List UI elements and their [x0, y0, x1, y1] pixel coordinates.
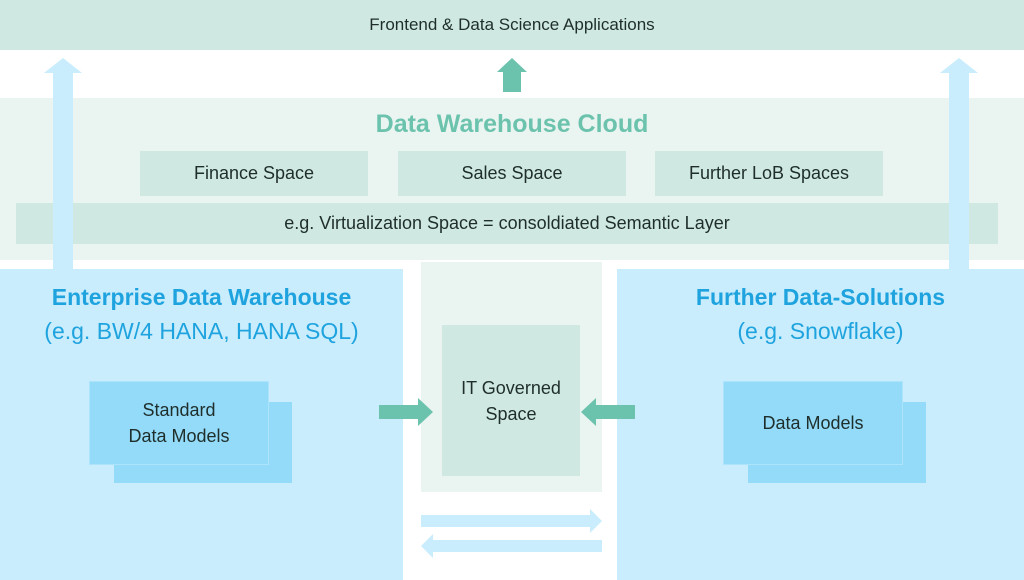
finance-space-box: Finance Space — [140, 151, 368, 196]
data-models-label: Data Models — [762, 413, 864, 433]
frontend-applications-bar: Frontend & Data Science Applications — [0, 0, 1024, 50]
frontend-applications-label: Frontend & Data Science Applications — [369, 15, 655, 34]
left-into-it-arrow — [581, 398, 635, 426]
right-into-it-arrow — [379, 398, 433, 426]
left-up-arrow — [44, 58, 82, 269]
enterprise-dw-subtitle-text: (e.g. BW/4 HANA, HANA SQL) — [44, 317, 359, 344]
data-models-card: Data Models — [724, 382, 902, 464]
dwc-title: Data Warehouse Cloud — [0, 106, 1024, 142]
bottom-left-arrow — [421, 534, 602, 558]
finance-space-label: Finance Space — [193, 163, 315, 183]
virtualization-space-bar: e.g. Virtualization Space = consoldiated… — [16, 203, 998, 244]
bottom-right-arrow — [421, 509, 602, 533]
enterprise-dw-subtitle: (e.g. BW/4 HANA, HANA SQL) — [0, 316, 403, 346]
it-governed-space-box: IT Governed Space — [442, 325, 580, 476]
it-governed-line1: IT Governed — [461, 377, 561, 398]
further-solutions-subtitle: (e.g. Snowflake) — [617, 316, 1024, 346]
standard-models-card: Standard Data Models — [90, 382, 268, 464]
further-solutions-title: Further Data-Solutions — [617, 282, 1024, 312]
sales-space-label: Sales Space — [461, 163, 563, 183]
virtualization-space-label: e.g. Virtualization Space = consoldiated… — [284, 213, 730, 233]
lob-spaces-label: Further LoB Spaces — [688, 163, 850, 183]
it-governed-line2: Space — [485, 403, 537, 424]
standard-models-line1: Standard — [142, 400, 216, 420]
center-up-arrow — [497, 58, 527, 92]
enterprise-dw-title: Enterprise Data Warehouse — [0, 282, 403, 312]
standard-models-line2: Data Models — [128, 426, 230, 446]
right-up-arrow — [940, 58, 978, 269]
enterprise-dw-title-text: Enterprise Data Warehouse — [51, 283, 352, 310]
dwc-title-text: Data Warehouse Cloud — [375, 109, 649, 138]
further-solutions-subtitle-text: (e.g. Snowflake) — [737, 317, 904, 344]
sales-space-box: Sales Space — [398, 151, 626, 196]
further-solutions-title-text: Further Data-Solutions — [695, 283, 946, 310]
lob-spaces-box: Further LoB Spaces — [655, 151, 883, 196]
